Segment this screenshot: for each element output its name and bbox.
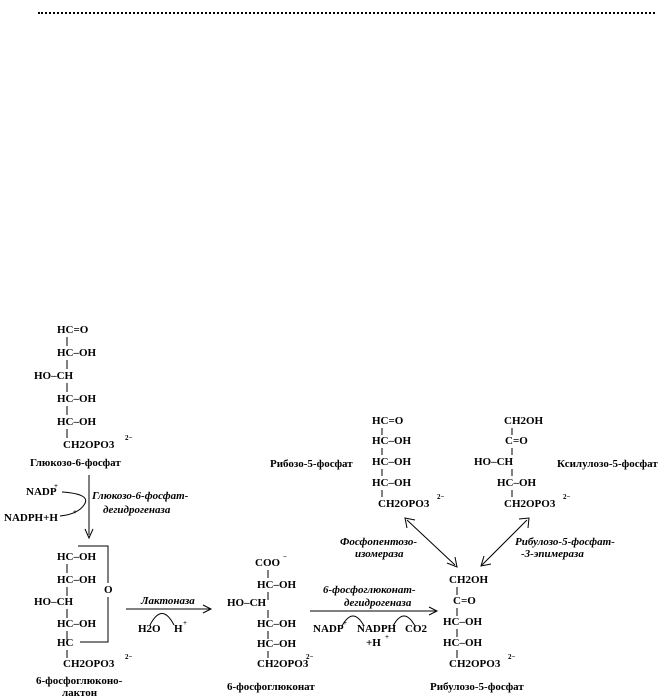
g6p-charge: 2− bbox=[125, 434, 133, 442]
cofactor-curve bbox=[59, 491, 87, 517]
gluconate-c1: COO bbox=[255, 557, 281, 569]
ribulose-c4: HC–OH bbox=[443, 637, 483, 649]
xylulose-c5: CH2OPO3 bbox=[504, 498, 556, 510]
compound-6-phosphogluconate: COO − HC–OH HO–CH HC–OH HC–OH CH2OPO3 2−… bbox=[227, 553, 315, 693]
ring-bond bbox=[80, 597, 109, 643]
lactone-name-line2: лактон bbox=[62, 687, 98, 696]
cofactor-nadph: NADPH bbox=[357, 623, 397, 635]
xylulose-charge: 2− bbox=[563, 493, 571, 501]
ribulose-charge: 2− bbox=[508, 653, 516, 661]
step-lactonase: Лактоназа H2O H + bbox=[126, 595, 213, 635]
cofactor-nadp: NADP bbox=[26, 486, 57, 498]
g6p-c6: CH2OPO3 bbox=[63, 439, 115, 451]
enzyme-lactonase: Лактоназа bbox=[140, 595, 195, 607]
nadp-charge: + bbox=[54, 482, 58, 490]
xylulose-c2: C=O bbox=[505, 435, 528, 447]
g6p-c1: HC=O bbox=[57, 324, 89, 336]
cofactor-h2o: H2O bbox=[138, 623, 161, 635]
cofactor-nadp: NADP bbox=[313, 623, 344, 635]
lactone-c4: HC–OH bbox=[57, 618, 97, 630]
reaction-arrow bbox=[406, 519, 456, 566]
ribose-c2: HC–OH bbox=[372, 435, 412, 447]
cofactor-curve bbox=[149, 613, 175, 626]
ribulose-c1: CH2OH bbox=[449, 574, 489, 586]
ring-bond bbox=[78, 545, 109, 583]
step-glucose-6-phosphate-dehydrogenase: NADP + NADPH+H + Глюкозо-6-фосфат- дегид… bbox=[4, 475, 189, 540]
arrowhead bbox=[480, 555, 492, 567]
ribose-c5: CH2OPO3 bbox=[378, 498, 430, 510]
gluconate-charge: 2− bbox=[306, 653, 314, 661]
top-dotted-rule bbox=[38, 12, 655, 14]
enzyme-epimerase-line1: Рибулозо-5-фосфат- bbox=[515, 536, 615, 548]
h-charge: + bbox=[183, 619, 187, 627]
arrowhead bbox=[518, 517, 530, 529]
xylulose-name: Ксилулозо-5-фосфат bbox=[557, 458, 658, 470]
cofactor-nadph: NADPH+H bbox=[4, 512, 58, 524]
step-phosphopentose-isomerase: Фосфопентозо- изомераза bbox=[340, 517, 458, 568]
cofactor-curve bbox=[392, 615, 416, 627]
h-charge: + bbox=[385, 633, 389, 641]
cofactor-h: H bbox=[174, 623, 183, 635]
enzyme-6pgdh-line2: дегидрогеназа bbox=[344, 597, 412, 609]
lactone-c3: HO–CH bbox=[34, 596, 74, 608]
arrowhead bbox=[84, 528, 94, 540]
gluconate-c5: HC–OH bbox=[257, 638, 297, 650]
lactone-c2: HC–OH bbox=[57, 574, 97, 586]
compound-ribulose-5-phosphate: CH2OH C=O HC–OH HC–OH CH2OPO3 2− Рибулоз… bbox=[430, 574, 524, 693]
ribulose-c3: HC–OH bbox=[443, 616, 483, 628]
enzyme-epimerase-line2: -3-эпимераза bbox=[521, 548, 584, 560]
lactone-c5: HC bbox=[57, 637, 74, 649]
enzyme-6pgdh-line1: 6-фосфоглюконат- bbox=[323, 584, 416, 596]
cofactor-curve bbox=[341, 615, 365, 627]
compound-xylulose-5-phosphate: CH2OH C=O HO–CH HC–OH CH2OPO3 2− Ксилуло… bbox=[474, 415, 658, 510]
nadp-charge: + bbox=[343, 619, 347, 627]
gluconate-c2: HC–OH bbox=[257, 579, 297, 591]
arrowhead bbox=[202, 604, 213, 614]
arrowhead bbox=[404, 517, 416, 529]
ribulose-name: Рибулозо-5-фосфат bbox=[430, 681, 524, 693]
compound-ribose-5-phosphate: HC=O HC–OH HC–OH HC–OH CH2OPO3 2− Рибозо… bbox=[270, 415, 445, 510]
ring-oxygen: O bbox=[104, 584, 113, 596]
ribose-c3: HC–OH bbox=[372, 456, 412, 468]
ribose-charge: 2− bbox=[437, 493, 445, 501]
xylulose-c4: HC–OH bbox=[497, 477, 537, 489]
gluconate-c6: CH2OPO3 bbox=[257, 658, 309, 670]
g6p-c5: HC–OH bbox=[57, 416, 97, 428]
g6p-c3: HO–CH bbox=[34, 370, 74, 382]
g6p-c2: HC–OH bbox=[57, 347, 97, 359]
coo-charge: − bbox=[283, 553, 287, 561]
lactone-charge: 2− bbox=[125, 653, 133, 661]
step-ribulose-phosphate-epimerase: Рибулозо-5-фосфат- -3-эпимераза bbox=[480, 517, 615, 567]
xylulose-c3: HO–CH bbox=[474, 456, 514, 468]
g6p-name: Глюкозо-6-фосфат bbox=[30, 457, 121, 469]
lactone-c1: HC–OH bbox=[57, 551, 97, 563]
cofactor-h-plus: +H bbox=[366, 637, 381, 649]
gluconate-c3: HO–CH bbox=[227, 597, 267, 609]
compound-phosphogluconolactone: HC–OH HC–OH HO–CH HC–OH HC CH2OPO3 2− O … bbox=[34, 545, 133, 696]
enzyme-isomerase-line1: Фосфопентозо- bbox=[340, 536, 417, 548]
reaction-arrow bbox=[481, 519, 528, 566]
step-6-phosphogluconate-dehydrogenase: 6-фосфоглюконат- дегидрогеназа NADP + NA… bbox=[310, 584, 439, 649]
enzyme-g6pdh-line2: дегидрогеназа bbox=[103, 504, 171, 516]
xylulose-c1: CH2OH bbox=[504, 415, 544, 427]
ribose-c1: HC=O bbox=[372, 415, 404, 427]
arrowhead bbox=[428, 606, 439, 616]
ribose-c4: HC–OH bbox=[372, 477, 412, 489]
g6p-c4: HC–OH bbox=[57, 393, 97, 405]
lactone-c6: CH2OPO3 bbox=[63, 658, 115, 670]
lactone-name-line1: 6-фосфоглюконо- bbox=[36, 675, 123, 687]
gluconate-c4: HC–OH bbox=[257, 618, 297, 630]
gluconate-name: 6-фосфоглюконат bbox=[227, 681, 315, 693]
h-charge: + bbox=[73, 508, 77, 516]
ribulose-c5: CH2OPO3 bbox=[449, 658, 501, 670]
cofactor-co2: CO2 bbox=[405, 623, 428, 635]
compound-glucose-6-phosphate: HC=O HC–OH HO–CH HC–OH HC–OH CH2OPO3 2− … bbox=[30, 324, 133, 469]
ribulose-c2: C=O bbox=[453, 595, 476, 607]
ribose-name: Рибозо-5-фосфат bbox=[270, 458, 353, 470]
enzyme-isomerase-line2: изомераза bbox=[355, 548, 404, 560]
arrowhead bbox=[446, 556, 458, 568]
enzyme-g6pdh-line1: Глюкозо-6-фосфат- bbox=[91, 490, 189, 502]
